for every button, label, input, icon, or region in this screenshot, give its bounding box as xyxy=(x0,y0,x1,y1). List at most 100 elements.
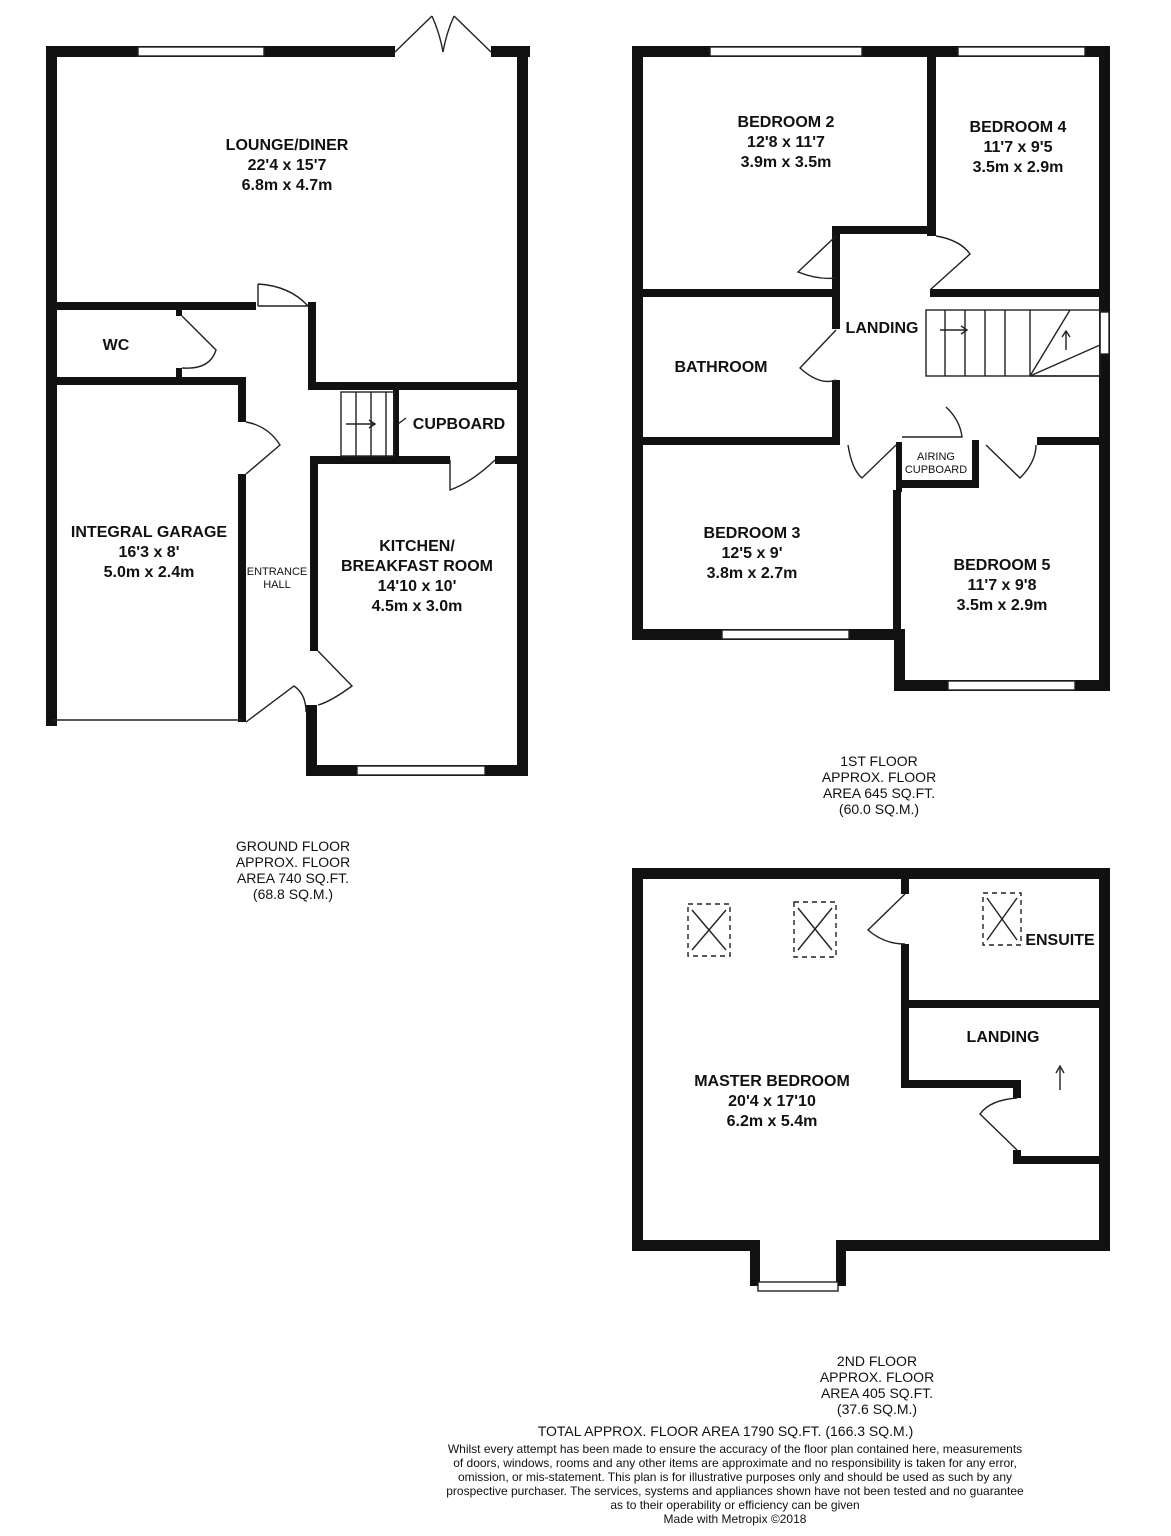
door-swing xyxy=(245,685,307,723)
room-size-imperial: 12'5 x 9' xyxy=(721,545,783,562)
room-name: BEDROOM 5 xyxy=(953,557,1051,574)
wall xyxy=(632,46,643,640)
wall xyxy=(46,46,530,57)
room-name-line2: HALL xyxy=(263,579,291,591)
room-size-imperial: 11'7 x 9'8 xyxy=(967,577,1037,594)
wall xyxy=(832,289,840,329)
stairs-up-arrow-icon xyxy=(1055,1064,1065,1090)
wall xyxy=(306,705,317,776)
wall xyxy=(750,1240,760,1286)
wall xyxy=(46,46,57,726)
room-size-metric: 3.9m x 3.5m xyxy=(740,154,832,171)
room-size-metric: 6.8m x 4.7m xyxy=(241,177,333,194)
door-swing xyxy=(245,421,281,475)
room-label-garage: INTEGRAL GARAGE 16'3 x 8' 5.0m x 2.4m xyxy=(71,523,227,583)
wall xyxy=(517,46,528,776)
area-line: 1ST FLOOR xyxy=(840,753,918,769)
wall xyxy=(632,868,1110,879)
wall xyxy=(901,1080,1021,1088)
wall xyxy=(643,289,838,297)
room-size-imperial: 11'7 x 9'5 xyxy=(983,139,1053,156)
disclaimer-credit: Made with Metropix ©2018 xyxy=(663,1512,807,1526)
room-label-bedroom4: BEDROOM 4 11'7 x 9'5 3.5m x 2.9m xyxy=(970,118,1067,178)
wall xyxy=(836,1240,846,1286)
area-line: 2ND FLOOR xyxy=(836,1353,918,1369)
room-label-landing: LANDING xyxy=(846,319,919,339)
wall xyxy=(495,456,520,464)
room-label-landing-2nd: LANDING xyxy=(967,1028,1040,1048)
wall xyxy=(1099,868,1110,1251)
area-line: AREA 645 SQ.FT. xyxy=(822,785,936,801)
wall xyxy=(176,368,182,382)
wall xyxy=(838,1240,1110,1251)
wall xyxy=(930,289,1100,297)
door-swing xyxy=(397,417,407,425)
room-size-metric: 4.5m x 3.0m xyxy=(371,598,463,615)
disclaimer-line: prospective purchaser. The services, sys… xyxy=(446,1484,1024,1498)
room-name: MASTER BEDROOM xyxy=(694,1073,850,1090)
wall xyxy=(643,437,840,445)
area-line: APPROX. FLOOR xyxy=(819,1369,935,1385)
room-label-airing-cupboard: AIRING CUPBOARD xyxy=(905,451,967,477)
room-label-master-bedroom: MASTER BEDROOM 20'4 x 17'10 6.2m x 5.4m xyxy=(694,1072,850,1132)
room-name: BEDROOM 4 xyxy=(969,119,1067,136)
room-size-metric: 6.2m x 5.4m xyxy=(726,1113,818,1130)
door-swing xyxy=(257,283,310,307)
wall xyxy=(901,868,909,894)
disclaimer: Whilst every attempt has been made to en… xyxy=(390,1442,1080,1526)
skylight-icon xyxy=(687,903,731,957)
second-floor-area: 2ND FLOOR APPROX. FLOOR AREA 405 SQ.FT. … xyxy=(820,1353,934,1417)
room-name: WC xyxy=(102,337,130,354)
ground-floor-area: GROUND FLOOR APPROX. FLOOR AREA 740 SQ.F… xyxy=(236,838,350,902)
wall xyxy=(832,380,840,444)
first-floor-area: 1ST FLOOR APPROX. FLOOR AREA 645 SQ.FT. … xyxy=(822,753,936,817)
wall xyxy=(310,456,318,651)
wall xyxy=(832,226,840,297)
second-floor-plan xyxy=(632,868,1110,1292)
room-name-line1: ENTRANCE xyxy=(246,566,308,578)
room-label-bedroom3: BEDROOM 3 12'5 x 9' 3.8m x 2.7m xyxy=(704,524,801,584)
room-label-entrance-hall: ENTRANCE HALL xyxy=(247,566,308,592)
wall xyxy=(894,629,905,691)
room-name: BEDROOM 3 xyxy=(703,525,801,542)
disclaimer-line: of doors, windows, rooms and any other i… xyxy=(453,1456,1017,1470)
room-name: BATHROOM xyxy=(674,359,768,376)
window xyxy=(957,46,1086,57)
wall xyxy=(927,46,936,236)
window xyxy=(757,1281,839,1292)
door-swing xyxy=(847,444,897,479)
room-size-imperial: 12'8 x 11'7 xyxy=(747,134,825,151)
area-line: GROUND FLOOR xyxy=(235,838,351,854)
ground-floor-plan xyxy=(46,15,530,776)
room-label-kitchen: KITCHEN/ BREAKFAST ROOM 14'10 x 10' 4.5m… xyxy=(341,537,493,617)
area-line: AREA 740 SQ.FT. xyxy=(236,870,350,886)
door-swing xyxy=(394,15,492,53)
room-label-cupboard: CUPBOARD xyxy=(413,415,505,435)
wall xyxy=(46,377,246,385)
wall xyxy=(1099,46,1110,691)
room-name-line2: BREAKFAST ROOM xyxy=(341,558,493,575)
room-name-line1: KITCHEN/ xyxy=(379,538,455,555)
room-label-bathroom: BATHROOM xyxy=(674,358,767,378)
wall xyxy=(393,388,399,458)
room-name: LANDING xyxy=(966,1029,1040,1046)
area-line: AREA 405 SQ.FT. xyxy=(820,1385,934,1401)
door-swing xyxy=(979,1097,1018,1151)
room-label-ensuite: ENSUITE xyxy=(1025,931,1094,951)
wall xyxy=(896,442,902,492)
wall xyxy=(900,480,978,488)
window xyxy=(1099,311,1110,355)
stairs xyxy=(340,391,395,457)
room-name: CUPBOARD xyxy=(412,416,506,433)
wall xyxy=(238,474,246,722)
door-swing xyxy=(798,329,837,383)
door-swing xyxy=(929,235,971,291)
area-line: APPROX. FLOOR xyxy=(821,769,937,785)
room-size-metric: 3.5m x 2.9m xyxy=(972,159,1064,176)
window xyxy=(721,629,850,640)
area-line: (37.6 SQ.M.) xyxy=(836,1401,918,1417)
wall xyxy=(1013,1156,1109,1164)
door-swing xyxy=(866,893,906,945)
stairs xyxy=(925,309,1101,377)
